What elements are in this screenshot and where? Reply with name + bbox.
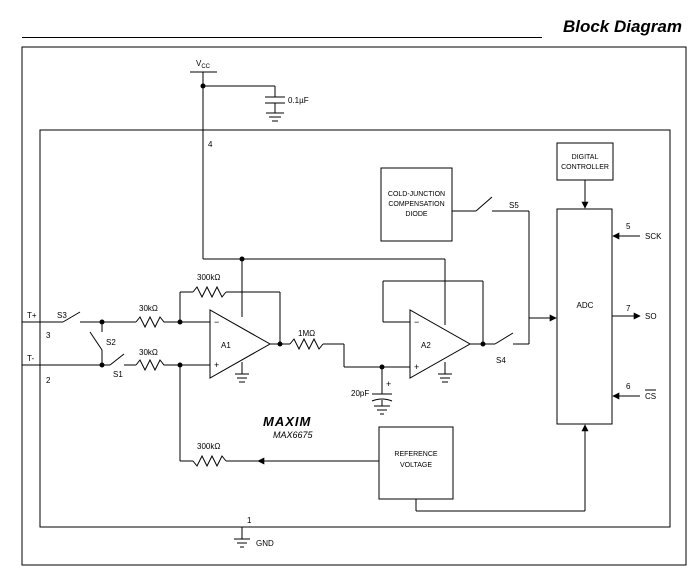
pin-4-label: 4 <box>208 140 213 149</box>
cj-line-2: COMPENSATION <box>388 201 444 208</box>
so-label: SO <box>645 312 657 321</box>
dc-line-1: DIGITAL <box>572 154 599 161</box>
resistor-30k-bottom: 30kΩ <box>135 348 180 372</box>
ref-line-2: VOLTAGE <box>400 462 432 469</box>
input-t-minus: T- 2 S1 S2 <box>22 322 136 385</box>
cj-line-1: COLD-JUNCTION <box>388 191 445 198</box>
r-30k-bottom-label: 30kΩ <box>139 348 158 357</box>
cap-0-1uf-label: 0.1µF <box>288 96 309 105</box>
capacitor-20pf: 20pF + <box>351 367 393 415</box>
adc-block: ADC 5 SCK 7 SO 6 CS <box>556 208 662 425</box>
r-300k-top-label: 300kΩ <box>197 273 220 282</box>
switch-s5 <box>475 196 493 212</box>
resistor-1m: 1MΩ <box>270 329 410 370</box>
pin-3-label: 3 <box>46 331 51 340</box>
a1-plus: + <box>214 360 219 370</box>
a2-plus: + <box>414 362 419 372</box>
pin-2-label: 2 <box>46 376 51 385</box>
r-300k-bottom-label: 300kΩ <box>197 442 220 451</box>
resistor-300k-feedback: 300kΩ <box>179 273 283 347</box>
input-t-plus: T+ 3 S3 <box>22 311 136 340</box>
page-title: Block Diagram <box>562 17 682 36</box>
cold-junction-block: COLD-JUNCTION COMPENSATION DIODE S5 <box>380 167 529 242</box>
s5-label: S5 <box>509 201 519 210</box>
part-number: MAX6675 <box>273 430 314 440</box>
pin-7-label: 7 <box>626 304 631 313</box>
dc-line-2: CONTROLLER <box>561 164 609 171</box>
cap-20pf-label: 20pF <box>351 389 369 398</box>
vcc-label: VCC <box>196 59 211 70</box>
a1-minus: − <box>214 317 219 327</box>
vcc-supply: VCC 0.1µF 4 <box>190 59 309 259</box>
ground-pin: 1 GND <box>234 516 274 548</box>
cs-label: CS <box>645 392 656 401</box>
cap-plus-sign: + <box>386 379 391 389</box>
pin-5-label: 5 <box>626 222 631 231</box>
logo-text: MAXIM <box>263 414 312 429</box>
page-header: Block Diagram <box>0 0 694 42</box>
sck-label: SCK <box>645 232 662 241</box>
outer-frame <box>21 46 687 566</box>
amplifier-a2: − + A2 <box>382 280 495 383</box>
chip-outline <box>39 129 671 528</box>
s1-label: S1 <box>113 370 123 379</box>
gnd-label: GND <box>256 539 274 548</box>
a2-minus: − <box>414 317 419 327</box>
switch-s4: S4 <box>494 211 557 365</box>
t-plus-label: T+ <box>27 311 37 320</box>
switch-s3 <box>62 311 81 323</box>
header-rule <box>22 37 542 38</box>
amplifier-a1: − + A1 <box>177 309 272 383</box>
t-minus-label: T- <box>27 354 34 363</box>
r-30k-top-label: 30kΩ <box>139 304 158 313</box>
cj-line-3: DIODE <box>405 211 428 218</box>
a2-label: A2 <box>421 341 431 350</box>
resistor-30k-top: 30kΩ <box>135 304 180 329</box>
supply-rail <box>203 256 446 325</box>
s3-label: S3 <box>57 311 67 320</box>
pin-6-label: 6 <box>626 382 631 391</box>
s2-label: S2 <box>106 338 116 347</box>
maxim-logo: MAXIM MAX6675 <box>263 414 314 440</box>
r-1m-label: 1MΩ <box>298 329 315 338</box>
digital-controller-block: DIGITAL CONTROLLER <box>556 142 614 209</box>
s4-label: S4 <box>496 356 506 365</box>
ref-line-1: REFERENCE <box>394 451 438 458</box>
adc-label: ADC <box>577 301 594 310</box>
switch-s1 <box>109 353 125 366</box>
pin-1-label: 1 <box>247 516 252 525</box>
a1-label: A1 <box>221 341 231 350</box>
reference-voltage-block: REFERENCE VOLTAGE 300kΩ <box>179 365 589 512</box>
switch-s2 <box>89 331 103 351</box>
